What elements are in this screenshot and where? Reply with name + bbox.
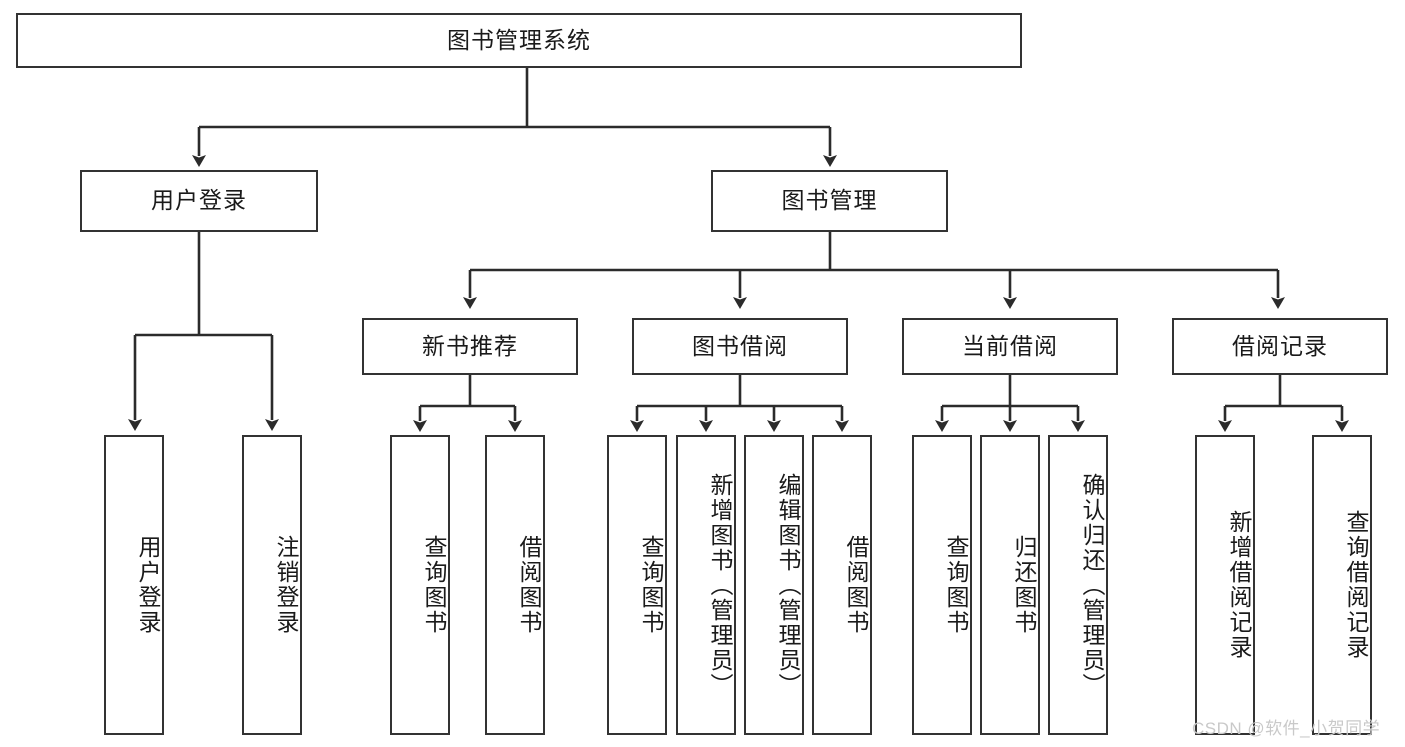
leaf-current-confirm-return-admin[interactable]: 确认归还（管理员） <box>1048 435 1108 735</box>
node-current-borrow[interactable]: 当前借阅 <box>902 318 1118 375</box>
node-new-book-recommend[interactable]: 新书推荐 <box>362 318 578 375</box>
node-label: 用户登录 <box>151 187 247 214</box>
node-label: 新书推荐 <box>422 332 518 359</box>
watermark: CSDN @软件_小贺同学 <box>1192 719 1381 738</box>
leaf-borrow-add-book-admin[interactable]: 新增图书（管理员） <box>676 435 736 735</box>
node-label: 查询图书 <box>638 535 664 635</box>
leaf-recommend-borrow-book[interactable]: 借阅图书 <box>485 435 545 735</box>
leaf-borrow-query-book[interactable]: 查询图书 <box>607 435 667 735</box>
leaf-borrow-borrow-book[interactable]: 借阅图书 <box>812 435 872 735</box>
node-label: 确认归还（管理员） <box>1079 472 1105 698</box>
leaf-current-return-book[interactable]: 归还图书 <box>980 435 1040 735</box>
node-label: 借阅图书 <box>843 535 869 635</box>
node-label: 用户登录 <box>135 535 161 635</box>
node-book-management[interactable]: 图书管理 <box>711 170 948 232</box>
node-label: 查询图书 <box>421 535 447 635</box>
node-label: 图书借阅 <box>692 332 788 359</box>
node-borrow-record[interactable]: 借阅记录 <box>1172 318 1388 375</box>
node-label: 借阅图书 <box>516 535 542 635</box>
node-label: 借阅记录 <box>1232 332 1328 359</box>
node-label: 图书管理系统 <box>447 26 591 53</box>
node-book-borrow[interactable]: 图书借阅 <box>632 318 848 375</box>
node-label: 当前借阅 <box>962 332 1058 359</box>
node-label: 新增借阅记录 <box>1226 510 1252 660</box>
leaf-borrow-edit-book-admin[interactable]: 编辑图书（管理员） <box>744 435 804 735</box>
node-root-system[interactable]: 图书管理系统 <box>16 13 1022 68</box>
node-label: 查询借阅记录 <box>1343 510 1369 660</box>
node-label: 归还图书 <box>1011 535 1037 635</box>
node-label: 查询图书 <box>943 535 969 635</box>
leaf-current-query-book[interactable]: 查询图书 <box>912 435 972 735</box>
node-label: 图书管理 <box>781 187 878 214</box>
leaf-record-add-record[interactable]: 新增借阅记录 <box>1195 435 1255 735</box>
node-label: 新增图书（管理员） <box>707 472 733 698</box>
node-user-login[interactable]: 用户登录 <box>80 170 318 232</box>
leaf-user-login-logout[interactable]: 注销登录 <box>242 435 302 735</box>
node-label: 编辑图书（管理员） <box>775 472 801 698</box>
node-label: 注销登录 <box>273 535 299 635</box>
leaf-recommend-query-book[interactable]: 查询图书 <box>390 435 450 735</box>
leaf-user-login-login[interactable]: 用户登录 <box>104 435 164 735</box>
leaf-record-query-record[interactable]: 查询借阅记录 <box>1312 435 1372 735</box>
